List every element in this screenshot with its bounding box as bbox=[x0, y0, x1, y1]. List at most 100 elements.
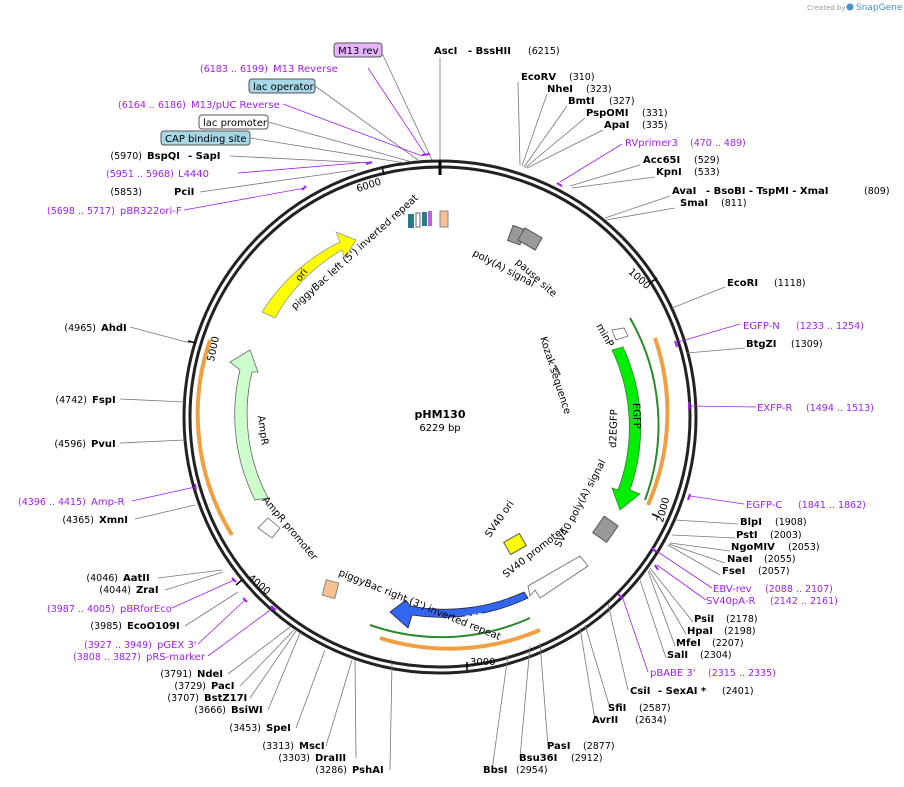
d2egfp-label: d2EGFP bbox=[608, 409, 620, 448]
enzyme-bsu36i: Bsu36I bbox=[519, 753, 557, 764]
enzyme-bstz17i-pos: (3707) bbox=[167, 693, 199, 704]
enzyme-asci-pos: (6215) bbox=[528, 46, 560, 57]
enzyme-bsiwi: BsiWI bbox=[231, 705, 263, 716]
leader-lines bbox=[249, 52, 746, 771]
snapgene-logo-icon bbox=[846, 3, 854, 11]
enzyme-draiii-pos: (3303) bbox=[278, 753, 310, 764]
piggybac-right-label: piggyBac right (3') inverted repeat bbox=[337, 568, 502, 643]
sv40-polya-box bbox=[592, 515, 619, 544]
enzyme-fsei-pos: (2057) bbox=[758, 566, 790, 577]
created-by-text: Created by bbox=[807, 4, 846, 12]
enzyme-pshai-pos: (3286) bbox=[315, 765, 347, 776]
enzyme-paci-pos: (3729) bbox=[174, 681, 206, 692]
m13rev-box bbox=[333, 42, 383, 58]
enzyme-psti: PstI bbox=[736, 530, 758, 541]
primer-leaders bbox=[131, 67, 757, 673]
primer-egfp-c-range: (1841 .. 1862) bbox=[798, 500, 866, 511]
enzyme-zrai-pos: (4044) bbox=[99, 585, 131, 596]
tagbfp-arrow bbox=[389, 591, 529, 629]
primer-exfp-r: EXFP-R bbox=[757, 403, 792, 414]
cap-mark bbox=[422, 212, 427, 226]
enzyme-bspqi-extra: - SapI bbox=[188, 151, 220, 162]
enzyme-psii-pos: (2178) bbox=[726, 614, 758, 625]
enzyme-nhei: NheI bbox=[547, 84, 573, 95]
plasmid-size: 6229 bp bbox=[419, 423, 460, 434]
lac-promoter-mark bbox=[415, 212, 421, 228]
enzyme-aatii: AatII bbox=[123, 573, 150, 584]
primer-amp-r-range: (4396 .. 4415) bbox=[18, 497, 86, 508]
enzyme-bsu36i-pos: (2912) bbox=[571, 753, 603, 764]
pause-site-box bbox=[517, 227, 543, 251]
enzyme-draiii: DraIII bbox=[315, 753, 346, 764]
enzyme-avai-extra: - BsoBI - TspMI - XmaI bbox=[706, 186, 829, 197]
tick-4000 bbox=[235, 579, 243, 586]
primer-pgex3: pGEX 3' bbox=[157, 640, 197, 651]
enzyme-hpai-pos: (2198) bbox=[724, 626, 756, 637]
enzyme-asci-extra: - BssHII bbox=[468, 46, 511, 57]
enzyme-spei-pos: (3453) bbox=[229, 723, 261, 734]
enzyme-bstz17i: BstZ17I bbox=[204, 693, 247, 704]
egfp-arrow bbox=[611, 346, 642, 511]
primer-prs-marker-range: (3808 .. 3827) bbox=[73, 652, 141, 663]
enzyme-sfii: SfiI bbox=[608, 703, 626, 714]
snapgene-logo-text: SnapGene bbox=[856, 3, 903, 13]
primer-amp-r: Amp-R bbox=[91, 497, 125, 508]
tagbfp-orf-arc bbox=[379, 628, 541, 651]
primer-m13puc-reverse-range: (6164 .. 6186) bbox=[118, 100, 186, 111]
primer-l4440: L4440 bbox=[178, 169, 209, 180]
ampr-arrow bbox=[229, 349, 269, 501]
enzyme-btgzi: BtgZI bbox=[746, 339, 777, 350]
enzyme-btgzi-pos: (1309) bbox=[791, 339, 823, 350]
enzyme-acc65i: Acc65I bbox=[643, 155, 680, 166]
egfp-orf-arc bbox=[646, 337, 670, 506]
enzyme-fsei: FseI bbox=[722, 566, 745, 577]
tick-2000 bbox=[651, 513, 660, 518]
enzyme-ecorv-pos: (310) bbox=[569, 72, 595, 83]
enzyme-avai-pos: (809) bbox=[864, 186, 890, 197]
ampr-promoter-arrow bbox=[257, 517, 281, 539]
kozak-mark bbox=[554, 364, 561, 376]
enzyme-psii: PsiI bbox=[694, 614, 714, 625]
enzyme-spei: SpeI bbox=[266, 723, 291, 734]
primer-l4440-range: (5951 .. 5968) bbox=[106, 169, 174, 180]
enzyme-ecoo109i-pos: (3985) bbox=[90, 621, 122, 632]
lac-promoter-label: lac promoter bbox=[203, 118, 268, 129]
enzyme-bbsi: BbsI bbox=[483, 765, 507, 776]
piggybac-left-label: piggyBac left (5') inverted repeat bbox=[290, 193, 421, 313]
enzyme-xmni-pos: (4365) bbox=[62, 515, 94, 526]
enzyme-pspomi-pos: (331) bbox=[642, 108, 668, 119]
enzyme-mfei: MfeI bbox=[676, 638, 701, 649]
tick-label-4000: 4000 bbox=[245, 573, 272, 598]
primer-egfp-c: EGFP-C bbox=[746, 500, 782, 511]
enzyme-fspi: FspI bbox=[92, 395, 116, 406]
minp-arrow bbox=[611, 327, 629, 341]
enzyme-pspomi: PspOMI bbox=[586, 108, 628, 119]
sv40-ori-box bbox=[503, 532, 527, 556]
primer-rvprimer3: RVprimer3 bbox=[625, 138, 678, 149]
enzyme-sfii-pos: (2587) bbox=[639, 703, 671, 714]
leader-lines-left bbox=[119, 155, 393, 771]
enzyme-ngomiv-pos: (2053) bbox=[788, 542, 820, 553]
primer-m13-reverse-range: (6183 .. 6199) bbox=[200, 64, 268, 75]
tick-5000 bbox=[187, 340, 197, 344]
enzyme-ecori-pos: (1118) bbox=[774, 278, 806, 289]
enzyme-smai: SmaI bbox=[680, 198, 708, 209]
enzyme-msci-pos: (3313) bbox=[262, 741, 294, 752]
enzyme-zrai: ZraI bbox=[136, 585, 159, 596]
enzyme-asci: AscI bbox=[434, 46, 457, 57]
enzyme-sali-pos: (2304) bbox=[700, 650, 732, 661]
enzyme-csii: CsiI bbox=[630, 686, 650, 697]
egfp-label: EGFP bbox=[630, 403, 642, 429]
egfp-inner-arc bbox=[629, 317, 660, 501]
enzyme-mfei-pos: (2207) bbox=[712, 638, 744, 649]
enzyme-apai: ApaI bbox=[604, 120, 629, 131]
piggybac-right-box bbox=[321, 579, 340, 600]
enzyme-ngomiv: NgoMIV bbox=[731, 542, 775, 553]
sv40-ori-label: SV40 ori bbox=[483, 499, 516, 540]
enzyme-ahdi: AhdI bbox=[101, 323, 127, 334]
enzyme-acc65i-pos: (529) bbox=[694, 155, 720, 166]
enzyme-ecori: EcoRI bbox=[727, 278, 758, 289]
enzyme-ecorv: EcoRV bbox=[521, 72, 556, 83]
lac-operator-label: lac operator bbox=[253, 82, 314, 93]
